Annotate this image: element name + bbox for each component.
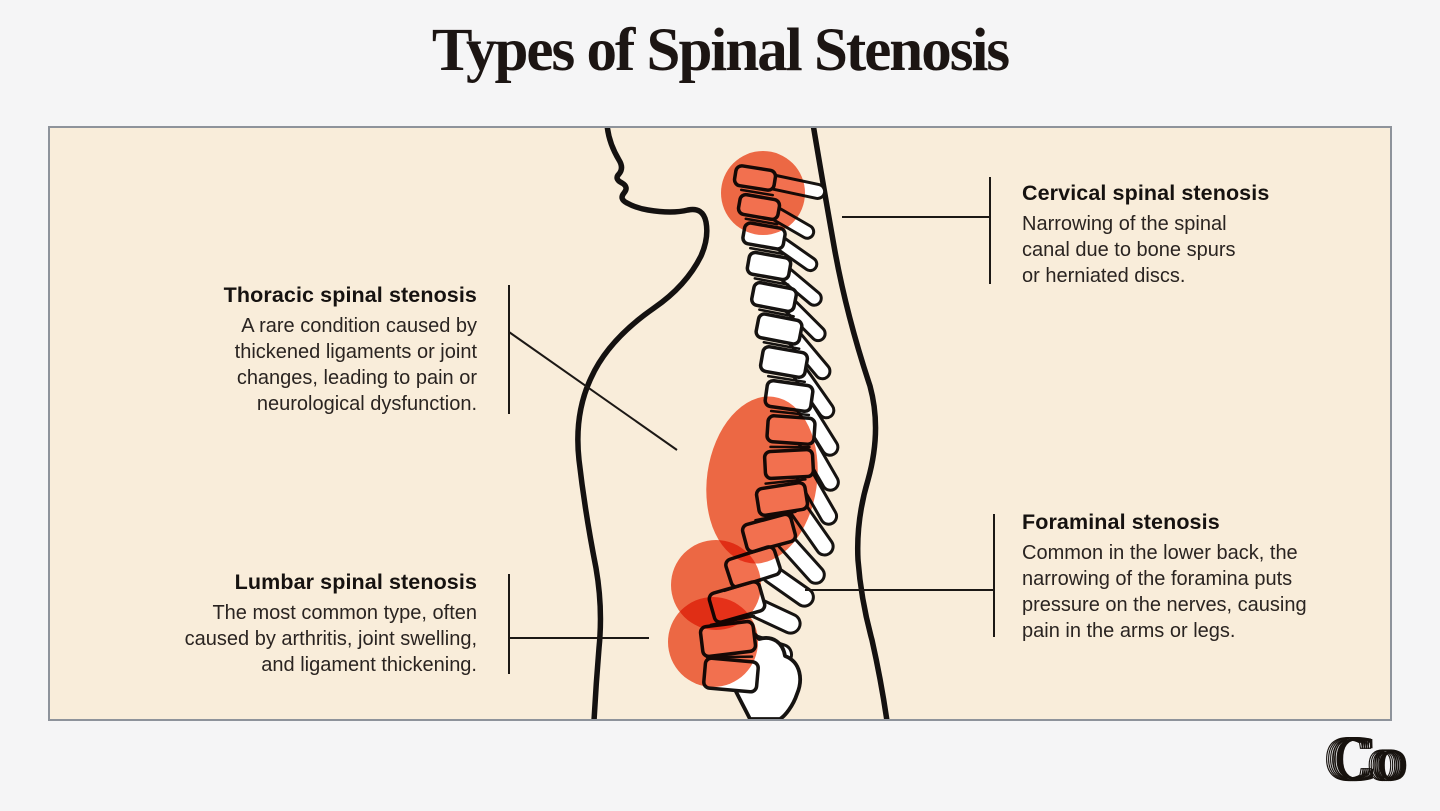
annotation-foraminal-heading: Foraminal stenosis	[1022, 510, 1220, 534]
svg-text:Co: Co	[1332, 724, 1407, 794]
annotation-thoracic: Thoracic spinal stenosis A rare conditio…	[117, 283, 477, 417]
brand-logo-letters: Co Co Co Co Co Co	[1323, 724, 1409, 795]
leader-line-thoracic	[508, 285, 678, 451]
leader-lines	[508, 177, 995, 674]
svg-text:Co: Co	[1334, 724, 1409, 794]
annotation-cervical: Cervical spinal stenosis Narrowing of th…	[1022, 181, 1352, 289]
leader-line-cervical	[842, 177, 991, 284]
highlight-cervical	[721, 151, 805, 235]
svg-text:Co: Co	[1330, 724, 1405, 794]
annotation-lumbar-heading: Lumbar spinal stenosis	[234, 570, 477, 594]
annotation-lumbar: Lumbar spinal stenosis The most common t…	[97, 570, 477, 678]
annotation-cervical-heading: Cervical spinal stenosis	[1022, 181, 1270, 205]
svg-text:Co: Co	[1326, 724, 1401, 794]
stenosis-highlights	[668, 151, 818, 687]
leader-line-foraminal	[805, 514, 995, 637]
body-outline	[575, 128, 890, 719]
highlight-thoracic	[706, 396, 818, 564]
diagram-panel: Cervical spinal stenosis Narrowing of th…	[48, 126, 1392, 721]
leader-line-lumbar	[508, 574, 649, 674]
annotation-lumbar-body: The most common type, often caused by ar…	[184, 602, 477, 676]
annotation-thoracic-heading: Thoracic spinal stenosis	[223, 283, 477, 307]
body-back-outline	[810, 128, 890, 719]
annotation-foraminal-body: Common in the lower back, the narrowing …	[1022, 542, 1307, 642]
body-front-outline	[575, 128, 710, 719]
spine-figure-illustration	[50, 128, 1390, 719]
brand-logo-icon: Co Co Co Co Co Co	[1323, 724, 1409, 795]
annotation-thoracic-body: A rare condition caused by thickened lig…	[234, 315, 477, 415]
page-title: Types of Spinal Stenosis	[431, 17, 1010, 84]
annotation-foraminal: Foraminal stenosis Common in the lower b…	[1022, 510, 1362, 644]
svg-text:Co: Co	[1328, 724, 1403, 794]
svg-text:Co: Co	[1324, 724, 1399, 794]
annotation-cervical-body: Narrowing of the spinal canal due to bon…	[1022, 213, 1236, 287]
highlight-lumbar	[668, 597, 758, 687]
